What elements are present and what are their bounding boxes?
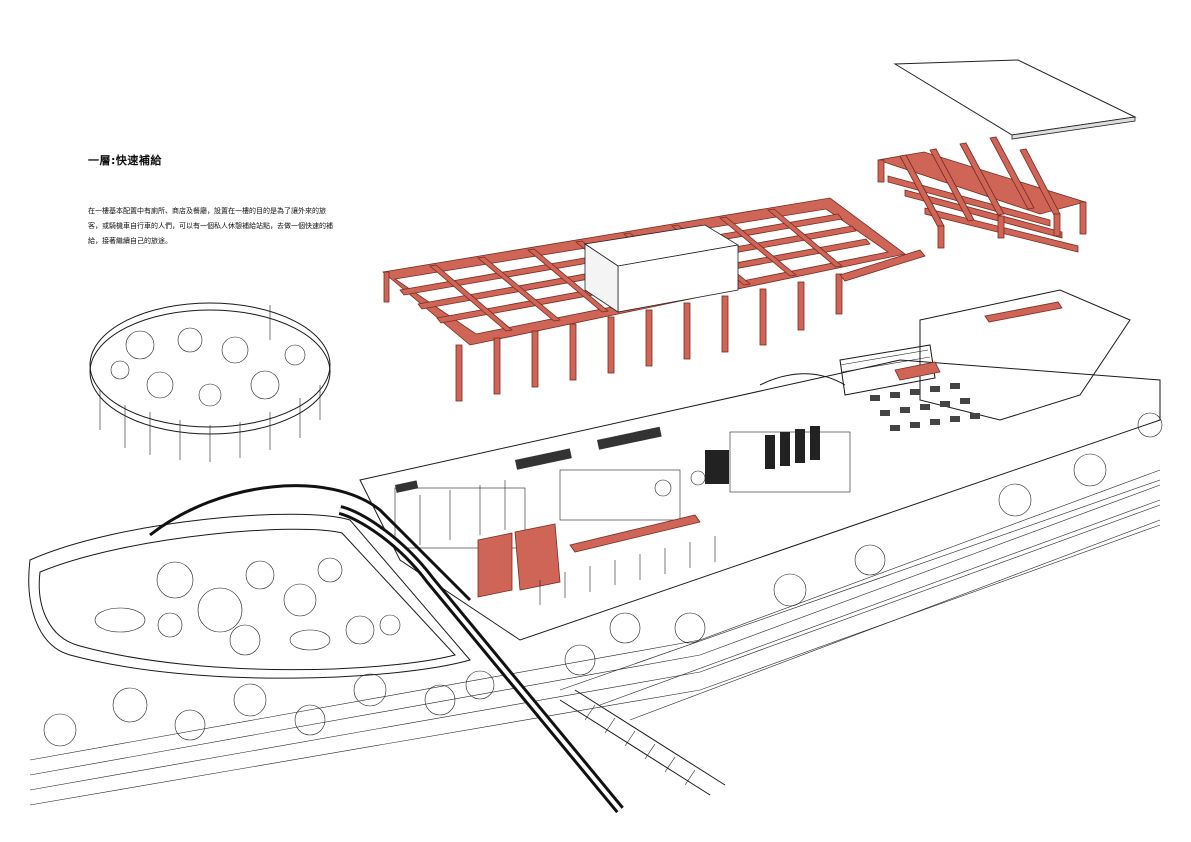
elevated-viaduct — [338, 505, 726, 814]
drawing-description: 在一樓基本配置中有廁所、商店及餐廳，設置在一樓的目的是為了讓外來的旅客，或騎機車… — [88, 207, 333, 245]
red-structural-frame — [382, 197, 906, 402]
park-area — [28, 484, 472, 679]
tree-row — [43, 412, 1163, 747]
roof-slab — [893, 59, 1137, 140]
circular-canopy — [89, 302, 331, 462]
drawing-title: 一層:快速補給 — [88, 154, 162, 167]
road-lanes — [29, 469, 1161, 806]
ground-floor-plan — [359, 289, 1161, 641]
red-pergola-frame — [839, 136, 1087, 282]
